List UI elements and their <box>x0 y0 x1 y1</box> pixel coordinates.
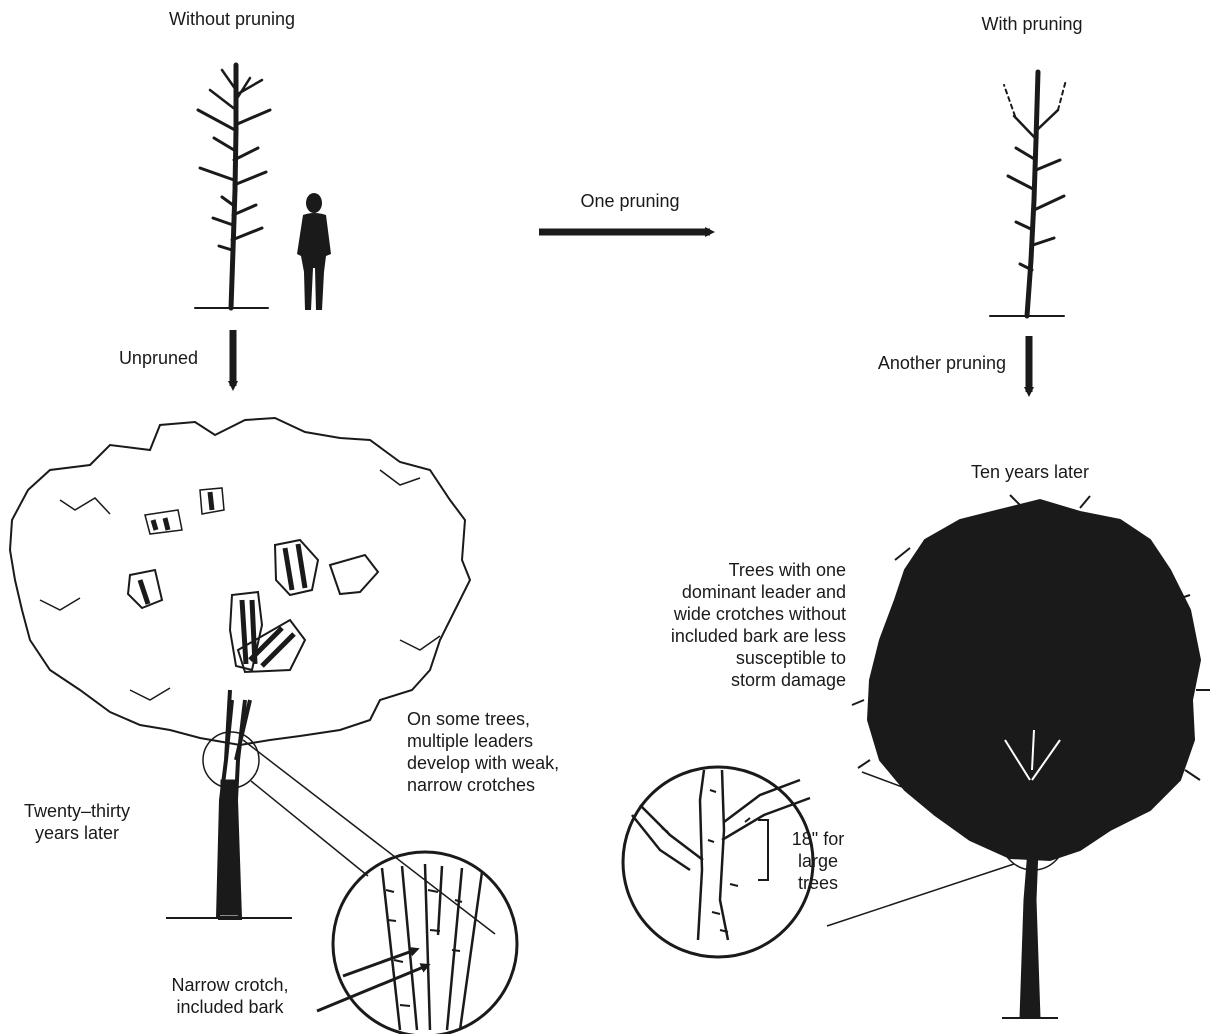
label-twenty-thirty-years-later: Twenty–thirty years later <box>2 800 152 844</box>
mature-unpruned-tree-icon <box>10 418 495 934</box>
label-with-pruning: With pruning <box>940 13 1124 35</box>
pruned-young-tree-icon <box>990 72 1066 316</box>
label-dominant-leader: Trees with one dominant leader and wide … <box>600 559 846 691</box>
magnifier-circle-icon <box>317 852 517 1034</box>
label-narrow-crotch: Narrow crotch, included bark <box>140 974 320 1018</box>
label-without-pruning: Without pruning <box>140 8 324 30</box>
person-silhouette-icon <box>297 193 331 310</box>
label-another-pruning: Another pruning <box>820 352 1006 374</box>
label-ten-years-later: Ten years later <box>935 461 1125 483</box>
label-18-inches-large-trees: 18" for large trees <box>778 828 858 894</box>
label-unpruned: Unpruned <box>60 347 198 369</box>
label-one-pruning: One pruning <box>540 190 720 212</box>
label-multiple-leaders: On some trees, multiple leaders develop … <box>407 708 607 796</box>
young-tree-icon <box>195 65 270 308</box>
mature-pruned-tree-icon <box>827 495 1210 1018</box>
